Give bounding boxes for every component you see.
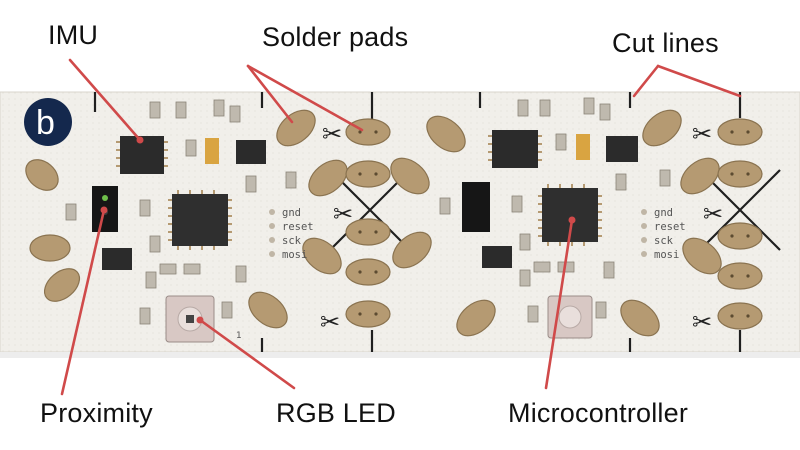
label-proximity: Proximity: [40, 398, 153, 428]
solder-pads: [25, 109, 763, 337]
pin-label-reset: reset: [654, 221, 686, 233]
scissors-icon: ✂: [333, 200, 353, 228]
panel-badge-letter: b: [36, 104, 55, 142]
regulator-chip: [606, 136, 638, 162]
tantalum-capacitor: [205, 138, 219, 164]
proximity-sensor: [462, 182, 490, 232]
passive-components: [65, 99, 297, 325]
label-rgb-led: RGB LED: [276, 398, 396, 428]
scissors-icon: ✂: [692, 308, 712, 336]
pin-label-mosi: mosi: [654, 249, 679, 261]
microcontroller-chip: [172, 194, 228, 246]
module-right: gnd reset sck mosi: [439, 97, 686, 339]
transistor: [102, 248, 132, 270]
pad-holes: [358, 130, 750, 318]
pin-label-reset: reset: [282, 221, 314, 233]
label-solder-pads: Solder pads: [262, 22, 409, 52]
scissors-icon: ✂: [692, 120, 712, 148]
pin-dots: [641, 209, 647, 257]
pin-label-gnd: gnd: [654, 207, 673, 219]
regulator-chip: [236, 140, 266, 164]
pin-label-sck: sck: [654, 235, 674, 247]
scissors-icon: ✂: [322, 120, 342, 148]
imu-chip: [492, 130, 538, 168]
pin-one-marker: 1: [236, 331, 242, 341]
transistor: [482, 246, 512, 268]
label-microcontroller: Microcontroller: [508, 398, 689, 428]
label-imu: IMU: [48, 20, 99, 50]
scissors-icon: ✂: [320, 308, 340, 336]
pin-label-gnd: gnd: [282, 207, 301, 219]
pin-dots: [269, 209, 275, 257]
callout-dots: [100, 136, 576, 324]
label-cut-lines: Cut lines: [612, 28, 719, 58]
board-shadow: [0, 352, 800, 358]
scissors-icon: ✂: [703, 200, 723, 228]
callout-lines: [60, 58, 742, 396]
pin-label-sck: sck: [282, 235, 302, 247]
pin-label-mosi: mosi: [282, 249, 307, 261]
panel-badge: [24, 98, 72, 146]
tantalum-capacitor: [576, 134, 590, 160]
